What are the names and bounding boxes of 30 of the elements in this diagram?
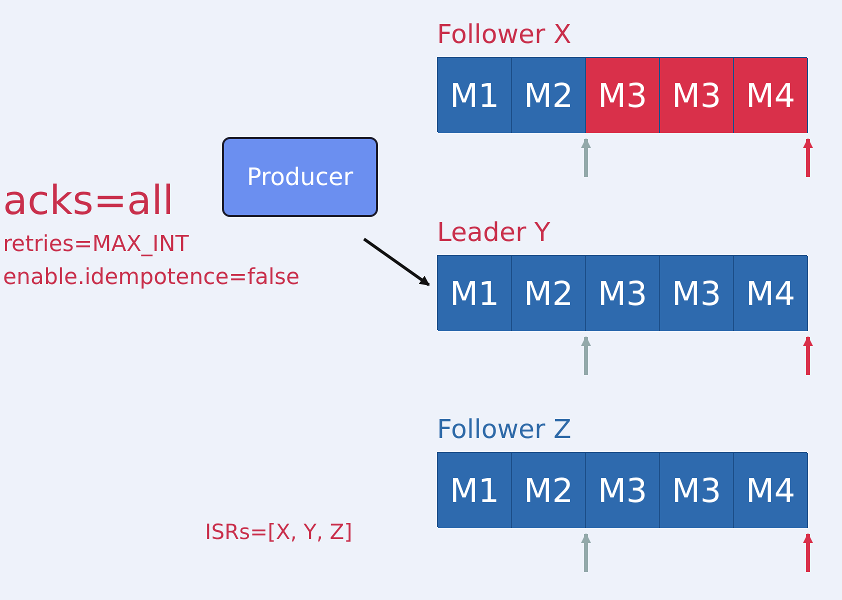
pointer-arrow <box>581 138 591 177</box>
message-cell: M3 <box>660 58 734 133</box>
message-cell: M1 <box>438 453 512 528</box>
message-cell: M2 <box>512 453 586 528</box>
pointer-arrow <box>803 533 813 572</box>
arrow <box>363 238 430 286</box>
log-heading: Follower Z <box>437 415 572 445</box>
message-cell: M1 <box>438 58 512 133</box>
message-cell: M3 <box>660 453 734 528</box>
setting-text: enable.idempotence=false <box>3 265 300 290</box>
setting-text: ISRs=[X, Y, Z] <box>205 520 352 544</box>
message-cell: M3 <box>586 453 660 528</box>
pointer-arrow <box>581 336 591 375</box>
message-cell: M1 <box>438 256 512 331</box>
message-cell: M3 <box>586 58 660 133</box>
setting-heading: acks=all <box>3 178 174 224</box>
process-box: Producer <box>222 137 378 217</box>
message-cell: M2 <box>512 256 586 331</box>
pointer-arrow <box>581 533 591 572</box>
setting-text: retries=MAX_INT <box>3 232 189 257</box>
message-cell: M2 <box>512 58 586 133</box>
message-cell: M3 <box>586 256 660 331</box>
pointer-arrow <box>803 336 813 375</box>
message-cell: M3 <box>660 256 734 331</box>
message-cell: M4 <box>734 453 808 528</box>
log-heading: Follower X <box>437 20 572 50</box>
message-cell: M4 <box>734 256 808 331</box>
pointer-arrow <box>803 138 813 177</box>
log-heading: Leader Y <box>437 218 550 248</box>
message-cell: M4 <box>734 58 808 133</box>
